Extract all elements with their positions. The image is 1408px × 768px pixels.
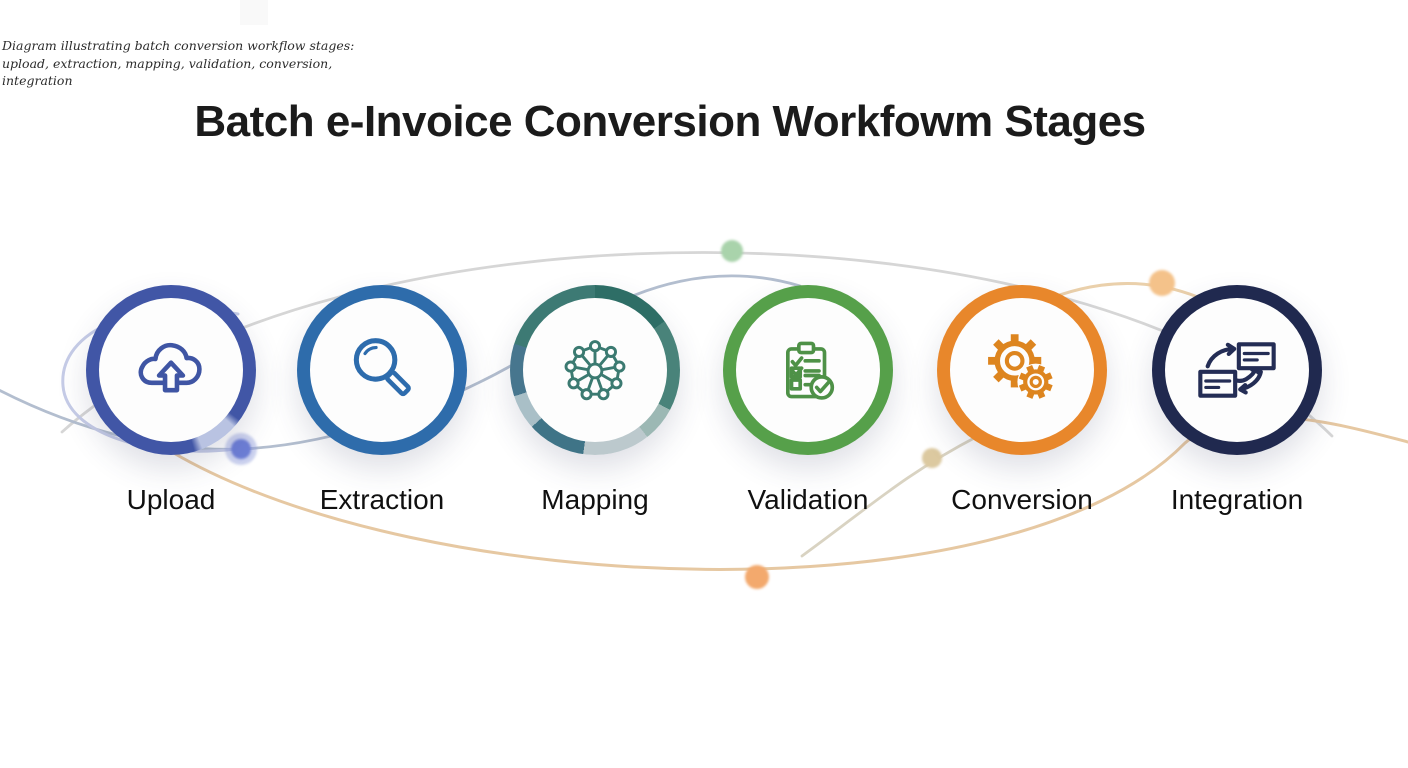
stage-circle-integration (1152, 285, 1322, 455)
blue-dot (231, 439, 251, 459)
exchange-icon (1198, 342, 1276, 398)
stage-label-integration: Integration (1170, 484, 1304, 515)
page-title: Batch e-Invoice Conversion Workfowm Stag… (194, 97, 1146, 146)
tan-dot (922, 448, 942, 468)
stage-circle-mapping (510, 285, 680, 455)
stage-circle-conversion (937, 285, 1107, 455)
faint-artifact-square (240, 0, 268, 25)
mid-tan-wave (800, 434, 980, 558)
orange-dot-bottom (745, 565, 769, 589)
stage-label-mapping: Mapping (541, 484, 649, 515)
stage-inner-integration (1165, 298, 1309, 442)
stage-inner-upload (99, 298, 243, 442)
stage-inner-validation (736, 298, 880, 442)
checklist-icon (786, 341, 835, 400)
stage-circle-extraction (297, 285, 467, 455)
magnifier-icon (353, 338, 411, 397)
cloud-upload-icon (138, 342, 202, 393)
stage-inner-extraction (310, 298, 454, 442)
network-icon (564, 340, 626, 401)
top-gray-arc (60, 251, 1334, 438)
stage-inner-mapping (523, 298, 667, 442)
diagram-caption: Diagram illustrating batch conversion wo… (2, 38, 355, 88)
green-dot (721, 240, 743, 262)
stage-label-upload: Upload (126, 484, 216, 515)
stage-circle-validation (723, 285, 893, 455)
stage-label-conversion: Conversion (951, 484, 1093, 515)
stage-label-validation: Validation (747, 484, 869, 515)
stage-inner-conversion (950, 298, 1094, 442)
orange-dot-top (1149, 270, 1175, 296)
gears-icon (988, 334, 1055, 401)
stage-label-extraction: Extraction (319, 484, 445, 515)
stage-circle-upload (86, 285, 256, 455)
